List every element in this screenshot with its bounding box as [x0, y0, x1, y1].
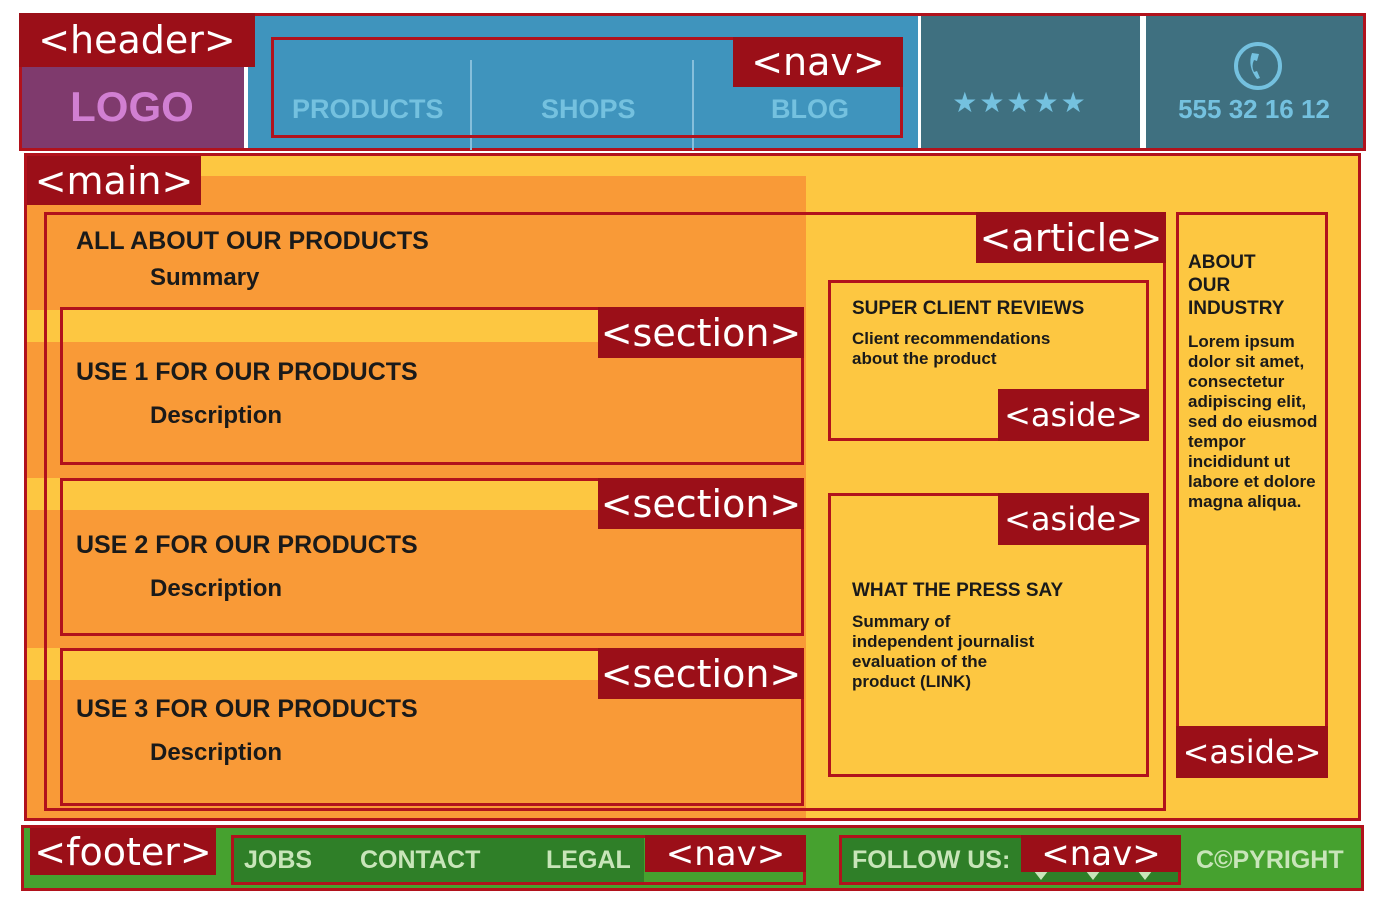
article-summary: Summary — [150, 264, 260, 291]
logo-area: LOGO — [20, 64, 244, 150]
section-2-outline — [60, 478, 804, 636]
header-divider — [1140, 14, 1146, 150]
footer-link-jobs[interactable]: JOBS — [244, 846, 313, 874]
main-outline — [24, 153, 1361, 821]
footer-nav-tag: <nav> — [1021, 835, 1181, 872]
phone-icon[interactable] — [1232, 40, 1284, 92]
section-3-desc: Description — [150, 739, 283, 766]
header-gap — [244, 14, 248, 150]
main-tag: <main> — [27, 156, 201, 205]
aside-tag: <aside> — [998, 389, 1149, 441]
section-gap — [25, 310, 605, 342]
industry-title: ABOUT OUR INDUSTRY — [1188, 252, 1285, 319]
industry-text: Lorem ipsum dolor sit amet, consectetur … — [1188, 332, 1318, 511]
aside-reviews-outline — [828, 280, 1149, 441]
footer-link-legal[interactable]: LEGAL — [546, 846, 631, 874]
reviews-title: SUPER CLIENT REVIEWS — [852, 298, 1085, 319]
footer-nav-tag: <nav> — [645, 835, 806, 872]
nav-item-blog[interactable]: BLOG — [771, 94, 849, 124]
section-tag: <section> — [598, 307, 804, 358]
section-3-outline — [60, 648, 804, 806]
nav-item-shops[interactable]: SHOPS — [541, 94, 636, 124]
press-text: Summary of independent journalist evalua… — [852, 612, 1035, 691]
nav-divider — [470, 60, 472, 150]
logo[interactable]: LOGO — [70, 83, 194, 130]
header-divider — [918, 14, 921, 150]
section-tag: <section> — [598, 478, 804, 529]
header-tag: <header> — [19, 13, 255, 67]
aside-press-outline — [828, 493, 1149, 777]
header-nav-outline — [271, 37, 903, 138]
section-tag: <section> — [598, 648, 804, 699]
footer-nav-shade — [232, 836, 644, 884]
article-tag: <article> — [976, 212, 1166, 263]
aside-tag: <aside> — [1176, 726, 1328, 778]
section-2-title: USE 2 FOR OUR PRODUCTS — [76, 531, 418, 559]
nav-divider — [692, 60, 694, 150]
phone-number[interactable]: 555 32 16 12 — [1178, 94, 1330, 124]
footer-link-contact[interactable]: CONTACT — [360, 846, 481, 874]
section-2-desc: Description — [150, 575, 283, 602]
section-1-desc: Description — [150, 402, 283, 429]
aside-tag: <aside> — [998, 493, 1149, 545]
reviews-text: Client recommendations about the product — [852, 329, 1051, 368]
rating-stars: ★★★★★ — [952, 86, 1088, 119]
section-1-outline — [60, 307, 804, 465]
article-title: ALL ABOUT OUR PRODUCTS — [76, 227, 429, 255]
section-gap — [25, 648, 605, 680]
section-1-title: USE 1 FOR OUR PRODUCTS — [76, 358, 418, 386]
nav-tag: <nav> — [733, 37, 903, 87]
section-3-title: USE 3 FOR OUR PRODUCTS — [76, 695, 418, 723]
section-gap — [25, 478, 605, 510]
nav-item-products[interactable]: PRODUCTS — [292, 94, 444, 124]
header-rating-area — [920, 14, 1142, 150]
footer-copyright: C©PYRIGHT — [1196, 846, 1344, 874]
article-outline — [44, 212, 1166, 811]
footer-outline — [21, 825, 1364, 891]
footer-tag: <footer> — [30, 828, 216, 875]
header-region: LOGO — [20, 14, 1365, 150]
header-phone-area — [1146, 14, 1365, 150]
press-title: WHAT THE PRESS SAY — [852, 580, 1064, 601]
footer-follow-label: FOLLOW US: — [852, 846, 1011, 874]
